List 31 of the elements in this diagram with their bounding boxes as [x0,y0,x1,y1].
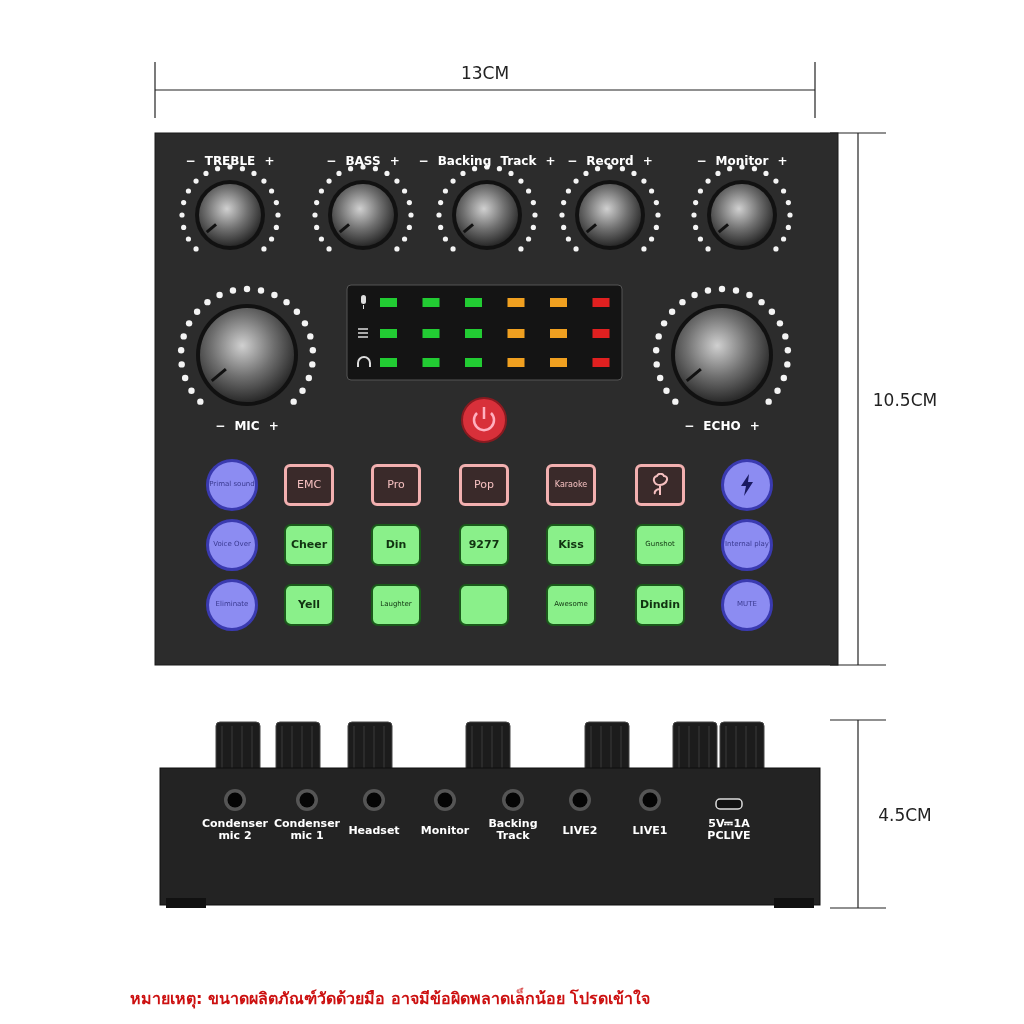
port-label: 5V⎓1A PCLIVE [706,818,752,842]
square-button: Pro [371,464,421,506]
square-button: Karaoke [546,464,596,506]
square-button: Cheer [284,524,334,566]
square-button [635,464,685,506]
port-label: LIVE2 [562,823,598,837]
port-label: Monitor [420,823,470,837]
square-button: Dindin [635,584,685,626]
dimension-label: 13CM [460,63,510,83]
knob-label: − Backing Track + [418,154,556,168]
port-label: Condenser mic 2 [200,818,270,842]
square-button: EMC [284,464,334,506]
knob-label: − BASS + [326,154,400,168]
square-button: Pop [459,464,509,506]
port-label: LIVE1 [632,823,668,837]
knob-label: − ECHO + [684,419,760,433]
port-label: Backing Track [487,818,539,842]
square-button: 9277 [459,524,509,566]
dimension-label: 10.5CM [872,390,938,410]
square-button: Yell [284,584,334,626]
knob-label: − Record + [567,154,653,168]
knob-label: − TREBLE + [185,154,275,168]
port-label: Condenser mic 1 [272,818,342,842]
knob-label: − Monitor + [696,154,788,168]
note: หมายเหตุ: ขนาดผลิตภัณฑ์วัดด้วยมือ อาจมีข้อผิดพลาดเล็กน้อย โปรดเข้าใจ [130,986,651,1011]
square-button [459,584,509,626]
knob-label: − MIC + [215,419,279,433]
square-button: Kiss [546,524,596,566]
port-label: Headset [348,823,400,837]
square-button: Din [371,524,421,566]
dimension-label: 4.5CM [878,805,932,825]
